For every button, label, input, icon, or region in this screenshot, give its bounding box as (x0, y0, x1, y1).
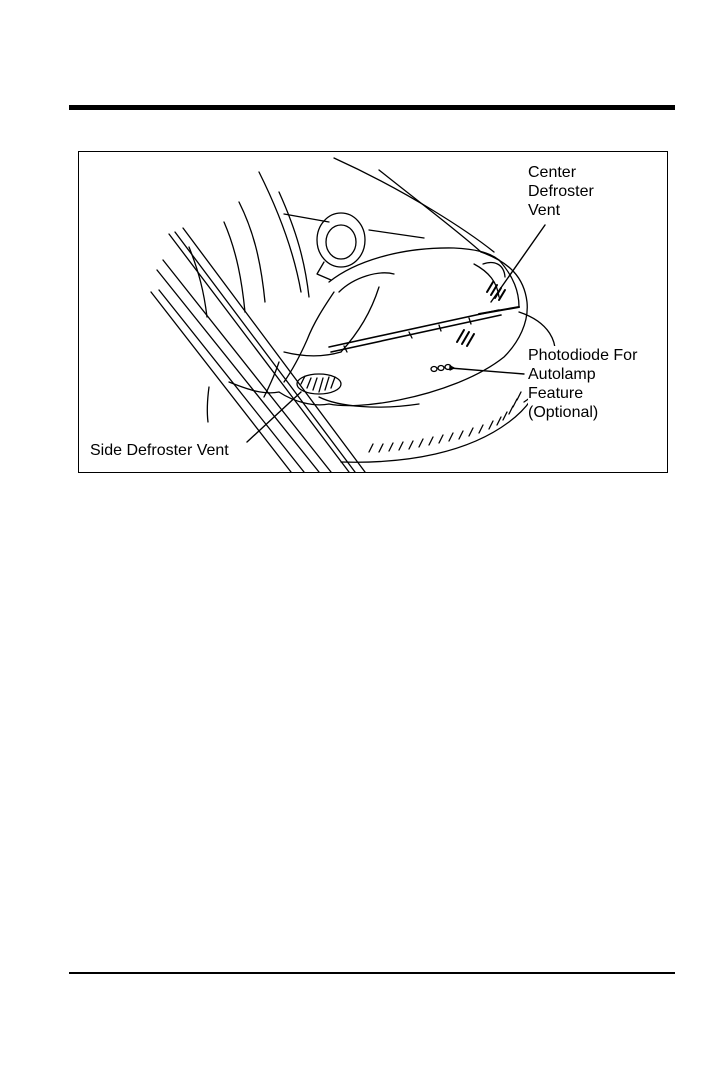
header-rule (69, 105, 675, 110)
center-defroster-vent-label: Center Defroster Vent (528, 163, 594, 220)
photodiode-autolamp-label: Photodiode For Autolamp Feature (Optiona… (528, 346, 639, 422)
footer-rule (69, 972, 675, 974)
side-defroster-vent-label: Side Defroster Vent (90, 441, 229, 460)
